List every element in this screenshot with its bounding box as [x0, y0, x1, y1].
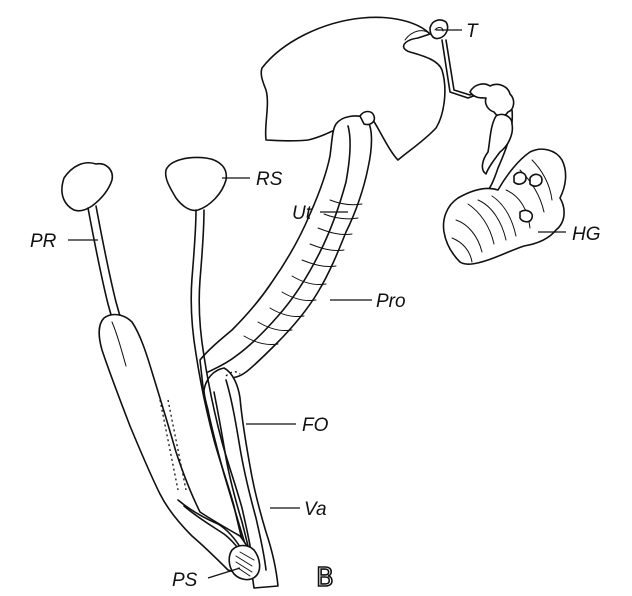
label-HG: HG — [572, 224, 601, 245]
label-PR: PR — [30, 231, 57, 252]
label-RS: RS — [256, 169, 283, 190]
penis-sheath — [229, 546, 259, 580]
panel-letter: B — [316, 563, 334, 593]
talon — [430, 20, 448, 39]
label-FO: FO — [302, 415, 329, 436]
label-PS: PS — [172, 570, 198, 591]
label-Pro: Pro — [376, 291, 406, 312]
label-Ut: Ut — [292, 203, 312, 224]
label-Va: Va — [304, 499, 327, 520]
uterus-prostate — [200, 112, 374, 397]
label-T: T — [466, 21, 479, 42]
hermaphrodite-duct — [442, 40, 514, 198]
hermaphrodite-gland — [444, 149, 566, 264]
